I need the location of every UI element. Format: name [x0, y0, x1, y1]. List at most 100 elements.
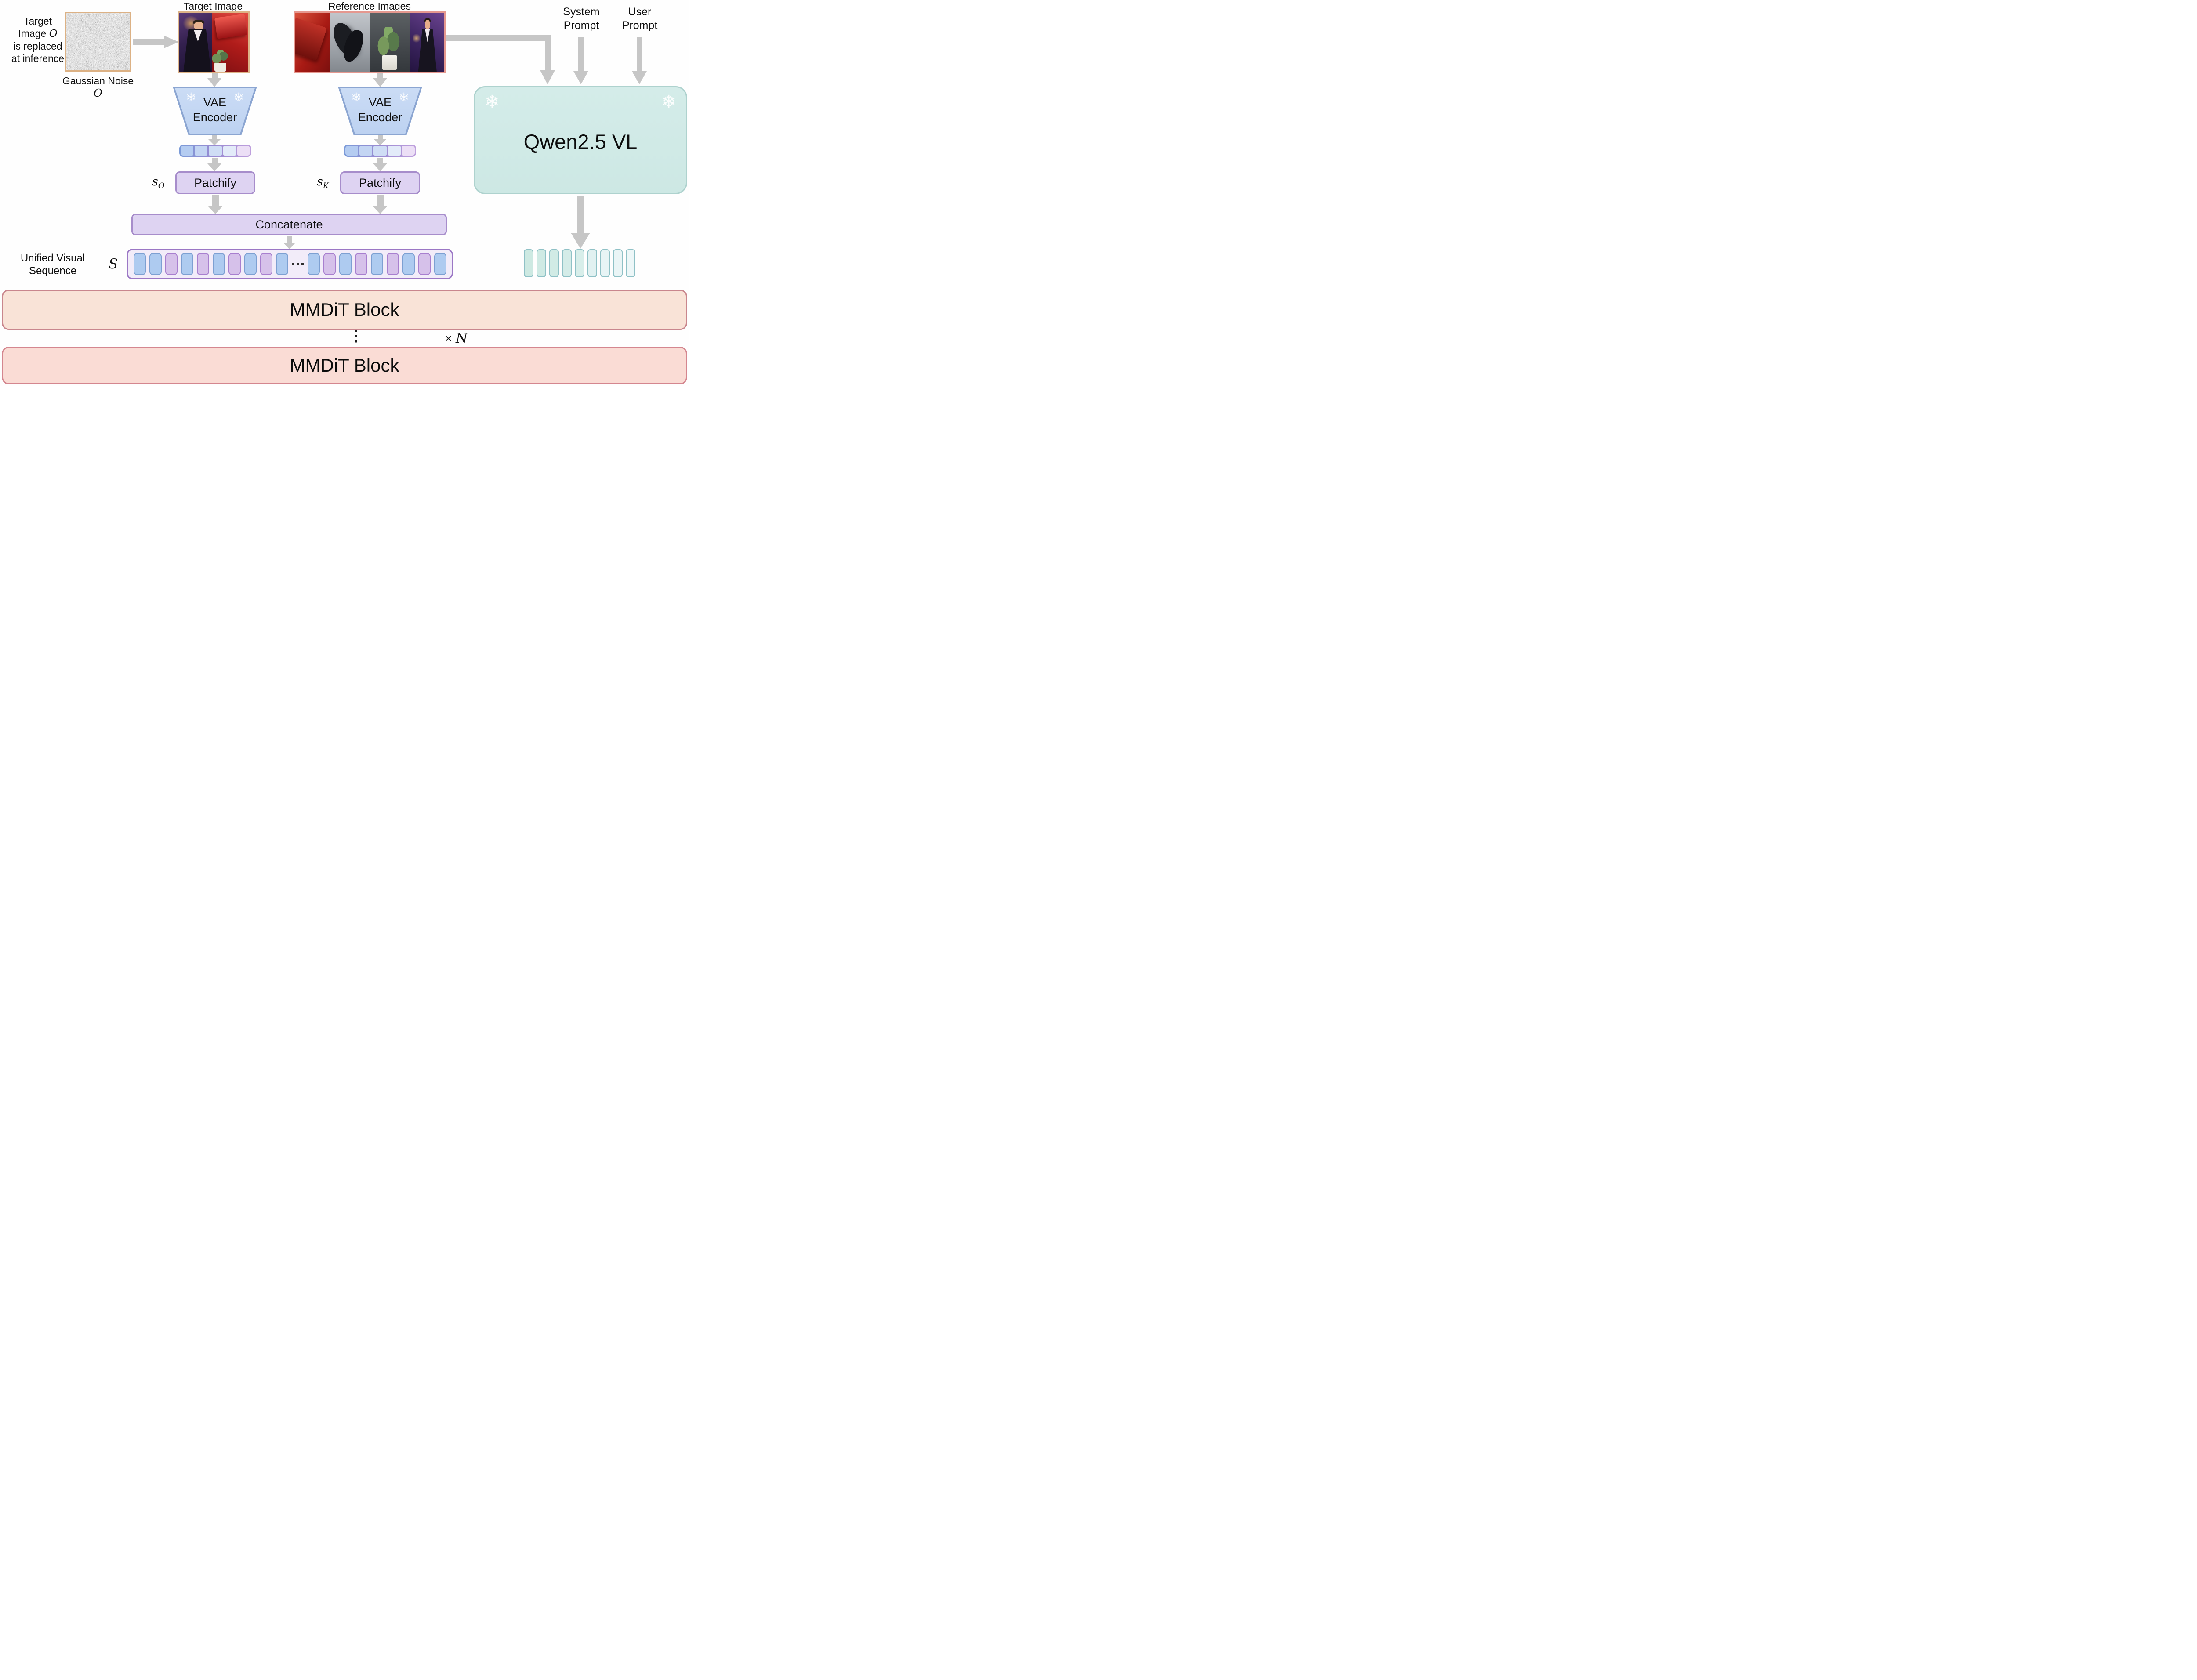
- patchify-left-label: Patchify: [194, 176, 237, 189]
- sequence-token-blue: [181, 253, 193, 275]
- token-cell: [388, 146, 401, 156]
- sequence-token-blue: [149, 253, 162, 275]
- inference-note-line1: Target: [24, 15, 52, 27]
- mmdit-block-bottom: MMDiT Block: [2, 347, 687, 384]
- arrow-ref-to-qwen-vertical: [545, 35, 551, 70]
- patchify-right-label: Patchify: [359, 176, 402, 189]
- arrow-user-prompt-shaft: [636, 37, 642, 71]
- arrow-noise-to-target-head: [164, 36, 179, 48]
- latent-strip-left: [179, 145, 251, 157]
- inference-note-line2: Image O: [18, 28, 58, 40]
- arrow-ref-to-vae-shaft: [377, 73, 383, 79]
- ellipsis-dots: [291, 263, 304, 265]
- arrow-latent-to-patchify-head: [373, 163, 387, 171]
- target-thumb-face: [193, 22, 203, 31]
- snowflake-icon: ❄: [351, 91, 362, 104]
- token-cell: [195, 146, 208, 156]
- sequence-token-blue: [244, 253, 257, 275]
- snowflake-icon: ❄: [399, 91, 409, 104]
- mmdit-top-label: MMDiT Block: [290, 299, 399, 320]
- qwen-token-strip: [524, 249, 635, 277]
- target-thumb-plant: [211, 50, 231, 64]
- token-cell: [209, 146, 222, 156]
- token-cell: [613, 249, 623, 277]
- arrow-noise-to-target-shaft: [133, 39, 164, 45]
- reference-image-ac: [295, 13, 330, 72]
- snowflake-icon: ❄: [233, 91, 244, 104]
- token-cell: [359, 146, 373, 156]
- snowflake-icon: ❄: [186, 91, 196, 104]
- sequence-token-purple: [386, 253, 399, 275]
- token-cell: [575, 249, 584, 277]
- sequence-token-purple: [355, 253, 367, 275]
- mmdit-bottom-label: MMDiT Block: [290, 355, 399, 376]
- sequence-token-blue: [276, 253, 288, 275]
- noise-texture: [66, 13, 130, 70]
- mmdit-block-top: MMDiT Block: [2, 290, 687, 330]
- token-cell: [237, 146, 250, 156]
- target-image-label: Target Image: [183, 0, 243, 12]
- ref-man-face: [424, 20, 430, 29]
- token-cell: [587, 249, 597, 277]
- symbol-s-k: sK: [317, 175, 329, 191]
- arrow-latent-to-patchify-shaft: [377, 158, 383, 163]
- arrow-concat-to-sequence-shaft: [287, 236, 292, 243]
- sequence-token-blue: [434, 253, 446, 275]
- arrow-qwen-to-tokens-shaft: [577, 196, 584, 233]
- arrow-target-to-vae-shaft: [211, 73, 218, 79]
- architecture-diagram: Target Image O is replaced at inference …: [0, 0, 689, 386]
- sequence-token-purple: [196, 253, 209, 275]
- reference-images-strip: [294, 11, 446, 73]
- arrow-patchify-to-concat-head: [208, 206, 223, 214]
- reference-image-man: [410, 13, 444, 72]
- token-cell: [562, 249, 572, 277]
- arrow-qwen-to-tokens-head: [571, 233, 590, 249]
- token-cell: [600, 249, 610, 277]
- times-n-label: × N: [445, 330, 468, 346]
- ref-plant-leaves: [376, 27, 402, 58]
- vae-right-fill: [340, 88, 421, 134]
- sequence-token-blue: [402, 253, 415, 275]
- arrow-target-to-vae-head: [207, 78, 221, 87]
- arrow-patchify-to-concat-shaft: [212, 195, 219, 206]
- ref-ac-slab: [295, 18, 327, 61]
- sequence-token-purple: [260, 253, 272, 275]
- sequence-token-purple: [418, 253, 431, 275]
- token-cell: [524, 249, 533, 277]
- sequence-token-purple: [165, 253, 178, 275]
- vertical-ellipsis: ⋮: [348, 328, 363, 344]
- reference-images-label: Reference Images: [328, 0, 411, 12]
- reference-image-plant: [370, 13, 410, 72]
- vae-left-fill: [174, 88, 255, 134]
- qwen-vl-label: Qwen2.5 VL: [523, 130, 638, 153]
- arrow-user-prompt-head: [632, 71, 647, 84]
- sequence-token-purple: [228, 253, 241, 275]
- arrow-ref-to-vae-head: [373, 78, 387, 87]
- arrow-system-prompt-shaft: [578, 37, 584, 71]
- ref-plant-pot: [381, 55, 397, 71]
- token-cell: [345, 146, 359, 156]
- arrow-patchify-to-concat-head: [373, 206, 388, 214]
- arrow-vae-to-latent-shaft: [377, 135, 383, 139]
- arrow-vae-to-latent-shaft: [212, 135, 217, 139]
- snowflake-icon: ❄: [485, 92, 500, 112]
- token-cell: [181, 146, 194, 156]
- patchify-right-box: Patchify: [340, 171, 420, 194]
- arrow-latent-to-patchify-head: [207, 163, 221, 171]
- inference-note-line3: is replaced: [13, 40, 62, 52]
- sequence-token-blue: [133, 253, 146, 275]
- concatenate-label: Concatenate: [255, 217, 323, 231]
- sequence-token-blue: [307, 253, 320, 275]
- arrow-concat-to-sequence-head: [283, 243, 295, 249]
- reference-image-gloves: [329, 13, 370, 72]
- unified-visual-sequence: [127, 249, 453, 279]
- symbol-s-o: sO: [152, 175, 165, 191]
- inference-note: Target Image O is replaced at inference: [3, 15, 73, 65]
- arrow-ref-to-qwen-horizontal: [446, 35, 551, 41]
